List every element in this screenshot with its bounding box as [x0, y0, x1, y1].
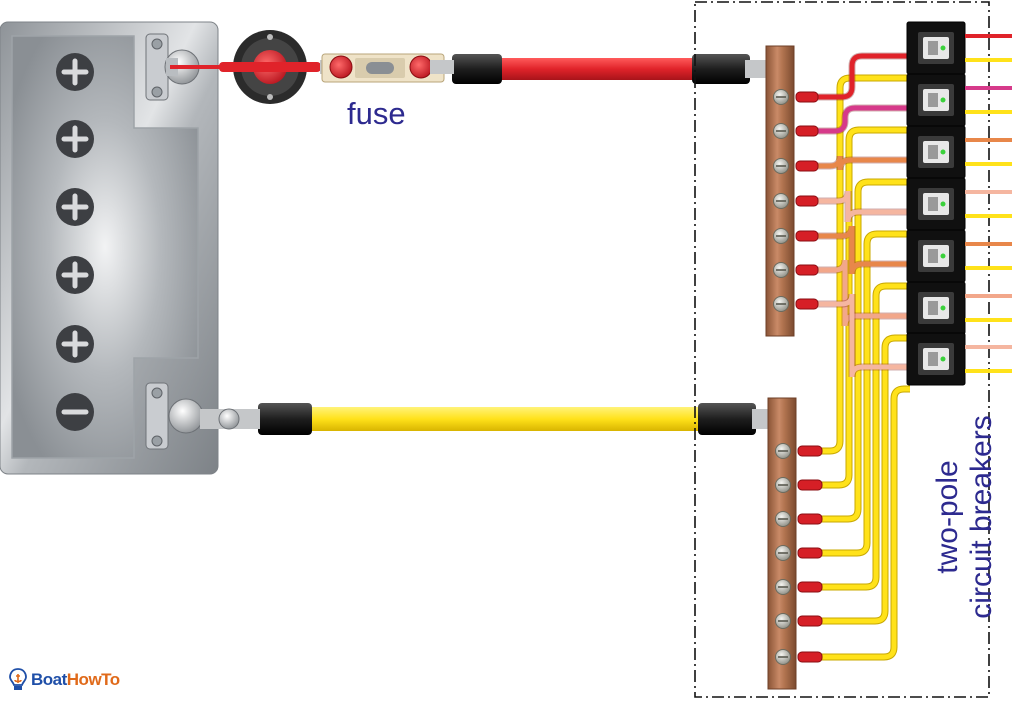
negative-lug: [797, 445, 823, 457]
breaker-label: two-pole circuit breakers: [931, 387, 999, 647]
circuit-breaker: [906, 125, 966, 179]
lightbulb-anchor-icon: [9, 668, 27, 690]
circuit-breaker: [906, 21, 966, 75]
battery-switch: [170, 30, 340, 104]
breaker-indicator-icon: [940, 253, 946, 259]
circuit-breaker: [906, 177, 966, 231]
circuit-breaker: [906, 281, 966, 335]
fuse: [321, 53, 454, 83]
positive-cable: [452, 54, 791, 84]
negative-terminal: [145, 382, 204, 450]
negative-lug: [797, 479, 823, 491]
circuit-breaker: [906, 332, 966, 386]
breaker-indicator-icon: [940, 97, 946, 103]
circuit-breaker: [906, 229, 966, 283]
breaker-label-line1: two-pole: [931, 460, 964, 574]
breaker-indicator-icon: [940, 305, 946, 311]
negative-lug: [797, 513, 823, 525]
breaker-label-line2: circuit breakers: [965, 415, 998, 619]
negative-lug: [797, 547, 823, 559]
battery: [0, 21, 219, 475]
fuse-label: fuse: [347, 96, 406, 131]
positive-bus-bar: [765, 45, 795, 337]
negative-cable: [200, 403, 797, 435]
positive-terminal: [145, 33, 200, 101]
negative-lug: [797, 615, 823, 627]
branch-circuits: [795, 21, 1012, 663]
brand-logo: BoatHowTo: [8, 668, 120, 692]
breaker-indicator-icon: [940, 201, 946, 207]
brand-text: BoatHowTo: [31, 670, 120, 689]
negative-bus-bar: [767, 397, 797, 690]
circuit-breaker: [906, 73, 966, 127]
breaker-indicator-icon: [940, 45, 946, 51]
breaker-indicator-icon: [940, 356, 946, 362]
panel-boundary: [694, 1, 990, 698]
breaker-indicator-icon: [940, 149, 946, 155]
negative-lug: [797, 581, 823, 593]
negative-lug: [797, 651, 823, 663]
